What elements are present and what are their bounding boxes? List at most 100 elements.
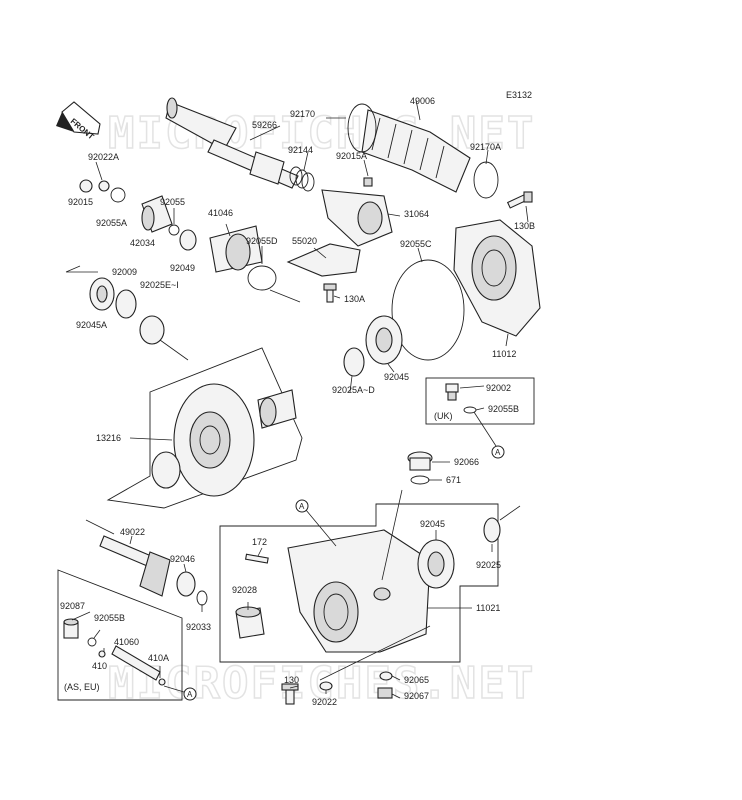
label-130B: 130B bbox=[514, 221, 535, 231]
label-92015: 92015 bbox=[68, 197, 93, 207]
circlip-92033 bbox=[196, 590, 208, 606]
label-uk: (UK) bbox=[434, 411, 453, 421]
uk-group bbox=[425, 377, 535, 425]
label-92055C: 92055C bbox=[400, 239, 432, 249]
plug-92087 bbox=[63, 618, 79, 639]
label-92002: 92002 bbox=[486, 383, 511, 393]
ball-410 bbox=[98, 650, 106, 658]
label-92055B: 92055B bbox=[488, 404, 519, 414]
label-92045A: 92045A bbox=[76, 320, 107, 330]
plug-92067 bbox=[377, 687, 393, 699]
coupling-42034 bbox=[141, 195, 173, 233]
propeller-shaft-59266 bbox=[165, 97, 299, 189]
washer-92065 bbox=[379, 671, 393, 681]
shim-92025A-D bbox=[343, 347, 365, 377]
oring-92055B-low bbox=[87, 637, 97, 647]
svg-text:A: A bbox=[187, 690, 193, 699]
svg-text:A: A bbox=[299, 502, 305, 511]
leader-lines bbox=[65, 99, 529, 699]
shim-92025E-I bbox=[139, 315, 165, 345]
label-92022A: 92022A bbox=[88, 152, 119, 162]
plug-92066 bbox=[407, 451, 433, 471]
label-92022: 92022 bbox=[312, 697, 337, 707]
label-92046: 92046 bbox=[170, 554, 195, 564]
washer-92022 bbox=[319, 681, 333, 691]
label-92025Ei: 92025E~I bbox=[140, 280, 179, 290]
label-92025A-D: 92025A~D bbox=[332, 385, 375, 395]
diagram-code: E3132 bbox=[506, 90, 532, 100]
label-92065: 92065 bbox=[404, 675, 429, 685]
label-49022: 49022 bbox=[120, 527, 145, 537]
nut-92015A bbox=[363, 177, 373, 187]
label-92033: 92033 bbox=[186, 622, 211, 632]
part-labels: 92170 49006 59266 92144 92015A 92022A 92… bbox=[60, 96, 535, 707]
case-11021 bbox=[287, 529, 431, 653]
label-13216: 13216 bbox=[96, 433, 121, 443]
svg-text:A: A bbox=[495, 448, 501, 457]
label-92067: 92067 bbox=[404, 691, 429, 701]
plug-92002 bbox=[445, 383, 459, 401]
as-eu-group bbox=[57, 569, 183, 701]
label-410A: 410A bbox=[148, 653, 169, 663]
bearing-92046 bbox=[176, 571, 196, 597]
nut-92015 bbox=[79, 179, 93, 193]
label-11021: 11021 bbox=[476, 603, 500, 613]
oring-92055 bbox=[168, 224, 180, 236]
label-410: 410 bbox=[92, 661, 107, 671]
sleeve-92028 bbox=[235, 606, 265, 639]
ref-a-uk: A bbox=[491, 445, 505, 459]
pinion-gear bbox=[257, 389, 297, 429]
label-92045-mid: 92045 bbox=[420, 519, 445, 529]
label-92028: 92028 bbox=[232, 585, 257, 595]
front-arrow-icon: FRONT bbox=[56, 101, 101, 141]
label-92055A: 92055A bbox=[96, 218, 127, 228]
ring-gear bbox=[173, 383, 255, 497]
shaft-49022 bbox=[99, 535, 171, 597]
label-92045-top: 92045 bbox=[384, 372, 409, 382]
washer-92022A bbox=[98, 180, 110, 192]
guard-55020 bbox=[286, 243, 361, 277]
oring-92055D bbox=[247, 265, 277, 291]
ball-410A bbox=[158, 678, 166, 686]
label-92055D: 92055D bbox=[246, 236, 278, 246]
label-92170A: 92170A bbox=[470, 142, 501, 152]
label-671: 671 bbox=[446, 475, 461, 485]
seal-92049 bbox=[179, 229, 197, 251]
label-92055B-low: 92055B bbox=[94, 613, 125, 623]
cover-11012 bbox=[453, 219, 541, 337]
bolt-130A bbox=[323, 283, 337, 303]
housing-41046 bbox=[209, 225, 263, 273]
label-41060: 41060 bbox=[114, 637, 139, 647]
spring-41060 bbox=[111, 645, 161, 681]
label-59266: 59266 bbox=[252, 120, 277, 130]
label-31064: 31064 bbox=[404, 209, 429, 219]
ref-a-aseu: A bbox=[183, 687, 197, 701]
bolt-130B bbox=[506, 191, 533, 209]
bracket-31064 bbox=[321, 189, 393, 247]
oring-92055C bbox=[391, 259, 465, 361]
bolt-130 bbox=[281, 683, 299, 705]
stud-172 bbox=[244, 553, 269, 564]
label-92049: 92049 bbox=[170, 263, 195, 273]
label-92025: 92025 bbox=[476, 560, 501, 570]
shim-92025 bbox=[483, 517, 501, 543]
shim-92009 bbox=[115, 289, 137, 319]
label-130A: 130A bbox=[344, 294, 365, 304]
label-92144: 92144 bbox=[288, 145, 313, 155]
label-92055: 92055 bbox=[160, 197, 185, 207]
oring-671 bbox=[410, 475, 430, 485]
label-130: 130 bbox=[284, 675, 299, 685]
label-41046: 41046 bbox=[208, 208, 233, 218]
label-55020: 55020 bbox=[292, 236, 317, 246]
small-gear bbox=[151, 451, 181, 489]
label-92066: 92066 bbox=[454, 457, 479, 467]
clamp-92170 bbox=[347, 103, 377, 153]
label-92087: 92087 bbox=[60, 601, 85, 611]
label-92015A: 92015A bbox=[336, 151, 367, 161]
spring-92144 bbox=[289, 166, 315, 192]
label-as-eu: (AS, EU) bbox=[64, 682, 100, 692]
label-11012: 11012 bbox=[492, 349, 516, 359]
oring-92055A bbox=[110, 187, 126, 203]
